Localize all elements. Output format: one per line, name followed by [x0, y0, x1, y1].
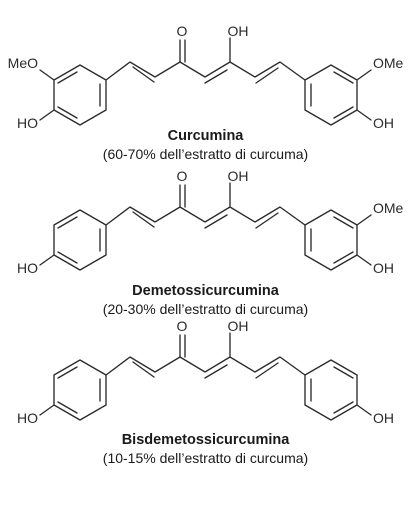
right-hydroxyl-label: OH	[373, 115, 394, 131]
substituent-bonds-bisdemethoxycurcumin	[39, 404, 372, 416]
carbonyl-oxygen-label: O	[177, 168, 188, 184]
right-ring-demethoxycurcumin	[304, 209, 358, 271]
right-methoxy-label: OMe	[373, 200, 404, 216]
left-methoxy-label: MeO	[8, 55, 38, 71]
chain-curcumin	[105, 37, 306, 84]
left-hydroxyl-label: HO	[17, 260, 38, 276]
compound-name: Bisdemetossicurcumina	[121, 432, 290, 448]
chain-demethoxycurcumin	[105, 182, 306, 229]
compound-share: (10-15% dell’estratto di curcuma)	[102, 450, 309, 466]
compound-share: (20-30% dell’estratto di curcuma)	[102, 301, 309, 317]
left-ring-bisdemethoxycurcumin	[53, 359, 107, 421]
caption-demethoxycurcumin: Demetossicurcumina (20-30% dell’estratto…	[0, 282, 411, 318]
chain-bisdemethoxycurcumin	[105, 332, 306, 379]
left-ring-curcumin	[53, 64, 107, 126]
compound-share: (60-70% dell’estratto di curcuma)	[102, 146, 309, 162]
structure-bisdemethoxycurcumin: O OH HO OH	[17, 318, 394, 426]
left-ring-demethoxycurcumin	[53, 209, 107, 271]
substituent-bonds-curcumin	[39, 69, 372, 121]
enol-hydroxyl-label: OH	[228, 318, 249, 334]
right-hydroxyl-label: OH	[373, 410, 394, 426]
enol-hydroxyl-label: OH	[228, 168, 249, 184]
carbonyl-oxygen-label: O	[177, 318, 188, 334]
right-hydroxyl-label: OH	[373, 260, 394, 276]
structure-curcumin: O OH MeO HO OMe OH	[8, 23, 404, 131]
right-methoxy-label: OMe	[373, 55, 404, 71]
substituent-bonds-demethoxycurcumin	[39, 214, 372, 266]
caption-bisdemethoxycurcumin: Bisdemetossicurcumina (10-15% dell’estra…	[0, 431, 411, 467]
caption-curcumin: Curcumina (60-70% dell’estratto di curcu…	[0, 127, 411, 163]
carbonyl-oxygen-label: O	[177, 23, 188, 39]
right-ring-curcumin	[304, 64, 358, 126]
compound-name: Demetossicurcumina	[132, 283, 279, 299]
structure-demethoxycurcumin: O OH HO OMe OH	[17, 168, 404, 276]
compound-name: Curcumina	[167, 128, 244, 144]
left-hydroxyl-label: HO	[17, 115, 38, 131]
left-hydroxyl-label: HO	[17, 410, 38, 426]
right-ring-bisdemethoxycurcumin	[304, 359, 358, 421]
enol-hydroxyl-label: OH	[228, 23, 249, 39]
